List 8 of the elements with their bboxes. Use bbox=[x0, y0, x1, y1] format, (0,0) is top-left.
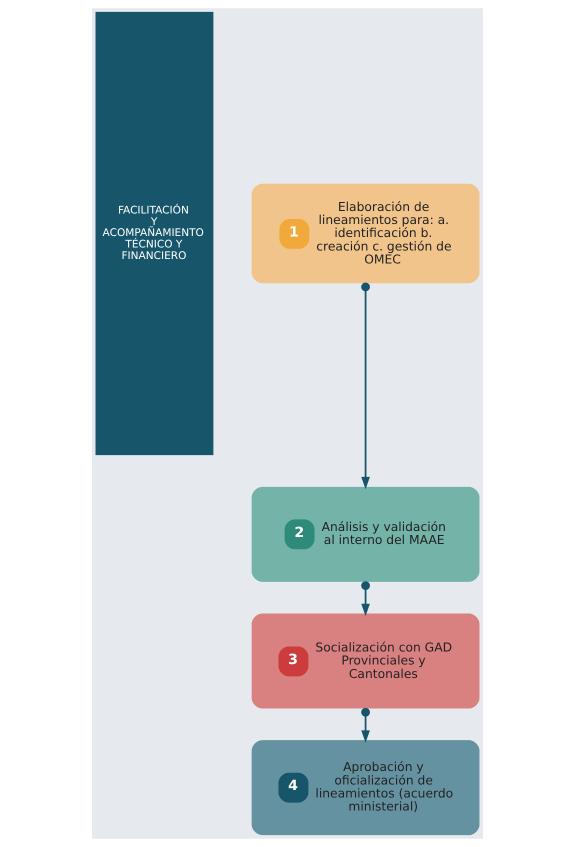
node-box: FACILITACIÓN Y ACOMPAÑAMIENTO TÉCNICO Y FINANCIERO bbox=[96, 12, 214, 456]
node-box: 3 Socialización con GAD Provinciales y Cantonales bbox=[252, 614, 480, 708]
node-box: 1 Elaboración de lineamientos para: a. identificación b. creación c. gestión de OMEC bbox=[252, 184, 480, 284]
arrow bbox=[361, 282, 370, 490]
arrow bbox=[361, 708, 370, 743]
node-box: 4 Aprobación y oficialización de lineamientos (acuerdo ministerial) bbox=[252, 740, 480, 836]
arrow bbox=[361, 581, 370, 616]
node-box: 2 Análisis y validación al interno del MAAE bbox=[252, 486, 480, 582]
